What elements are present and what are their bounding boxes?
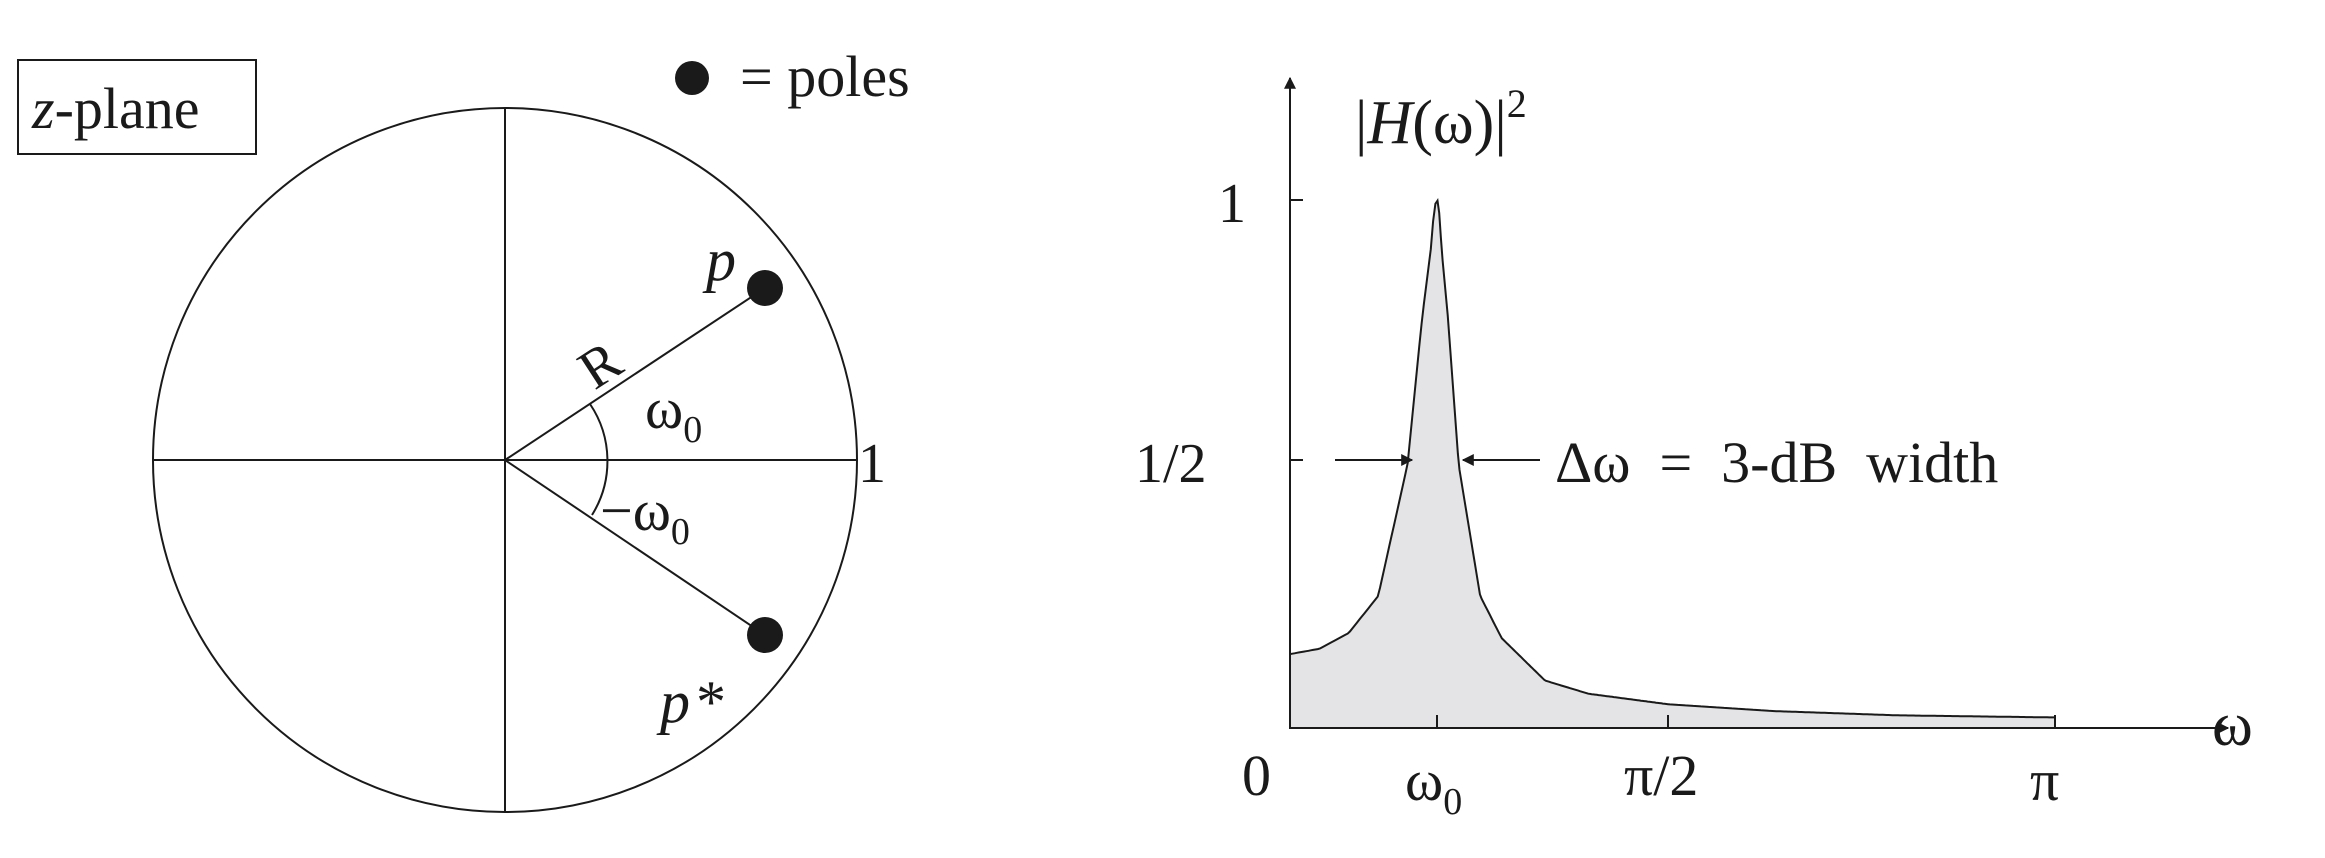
y-tick-half-label: 1/2	[1135, 433, 1207, 495]
angle-arc	[589, 403, 609, 516]
bandwidth-label: Δω = 3-dB width	[1555, 430, 1998, 495]
angle-omega0-label: ω0	[645, 376, 702, 451]
y-axis-label: |H(ω)|2	[1355, 81, 1527, 157]
radius-label: R	[568, 329, 634, 402]
zplane-label: z-plane	[31, 76, 200, 141]
pole-p-conjugate	[747, 617, 783, 653]
x-tick-omega0-label: ω0	[1405, 748, 1462, 823]
zplane-label-box	[17, 59, 257, 155]
radius-line-lower	[504, 459, 766, 636]
zplane-diagram: z-plane = poles p p* R ω0 −ω0 1	[17, 44, 910, 813]
x-tick-pi-label: π	[2030, 748, 2059, 813]
x-tick-0-label: 0	[1242, 743, 1271, 808]
pole-p	[747, 270, 783, 306]
pole-conj-label: p*	[656, 669, 726, 735]
legend-pole-marker	[675, 61, 709, 95]
pole-p-label: p	[702, 227, 736, 293]
legend-text: = poles	[740, 44, 910, 109]
response-plot: 1 1/2 0 ω0 π/2 π ω |H(ω)|2 Δω = 3-dB wid…	[1135, 76, 2253, 823]
unit-label: 1	[858, 433, 886, 495]
angle-neg-omega0-label: −ω0	[600, 478, 690, 553]
x-axis-label: ω	[2212, 691, 2253, 759]
y-tick-1-label: 1	[1218, 173, 1246, 235]
response-curve	[1289, 198, 2056, 729]
radius-line-upper	[504, 287, 766, 461]
x-tick-pi-half-label: π/2	[1624, 743, 1698, 808]
